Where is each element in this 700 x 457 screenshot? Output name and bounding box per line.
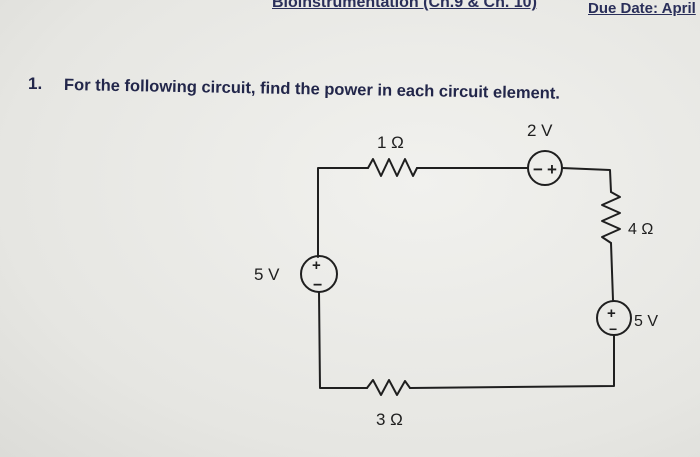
source-right-plus: + — [607, 305, 616, 322]
resistor-4ohm — [601, 191, 621, 244]
wire-right — [610, 242, 614, 301]
source-left-plus: + — [312, 257, 321, 274]
wire-top-right — [561, 167, 612, 193]
label-left-5v: 5 V — [254, 265, 280, 284]
source-2v-minus: − — [533, 160, 543, 179]
wire-top-left — [317, 167, 369, 258]
wire-bottom-left — [318, 291, 368, 389]
due-date: Due Date: April — [588, 0, 696, 17]
label-1ohm: 1 Ω — [377, 133, 404, 152]
label-4ohm: 4 Ω — [628, 221, 653, 238]
course-title: Bioinstrumentation (Ch.9 & Ch. 10) — [272, 0, 537, 11]
resistor-1ohm — [367, 158, 418, 177]
question-number: 1. — [28, 74, 43, 93]
source-left-minus: − — [313, 277, 322, 294]
source-2v-plus: + — [547, 160, 557, 179]
resistor-3ohm — [366, 379, 411, 396]
source-left-5v — [300, 255, 338, 293]
wire-right-bottom — [409, 334, 615, 389]
source-right-minus: − — [609, 321, 617, 337]
label-3ohm: 3 Ω — [376, 410, 403, 429]
label-right-5v: 5 V — [634, 313, 658, 330]
label-2v: 2 V — [527, 121, 553, 140]
page-header: Bioinstrumentation (Ch.9 & Ch. 10) Due D… — [0, 0, 700, 24]
